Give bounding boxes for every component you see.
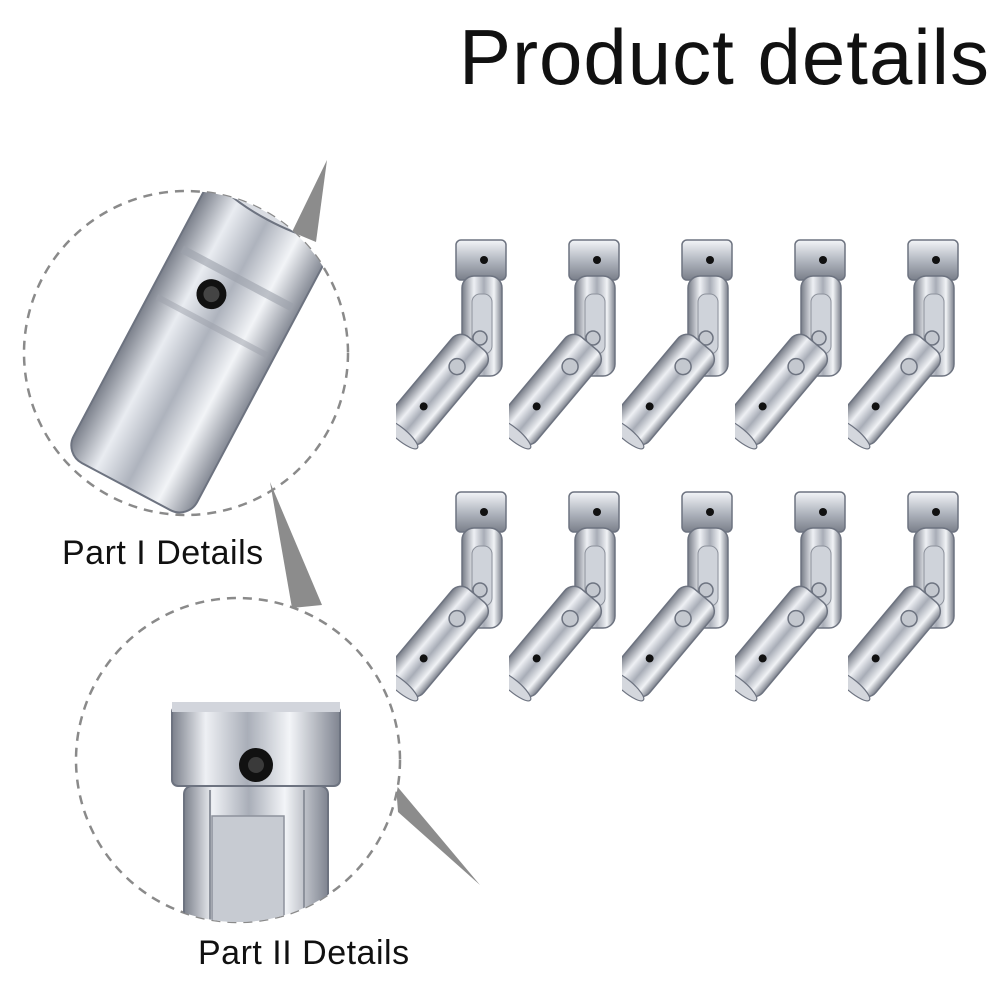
callout-pointer — [292, 160, 327, 242]
detail-callout-part-1 — [22, 160, 350, 517]
page-title: Product details — [459, 13, 990, 101]
hinge-connector-icon — [396, 488, 508, 708]
detail-callout-part-2 — [74, 482, 480, 924]
hinge-connector-icon — [622, 236, 734, 456]
product-grid — [396, 236, 996, 716]
connector-hinge-hole-closeup-icon — [171, 702, 341, 922]
hinge-connector-icon — [848, 488, 960, 708]
hinge-connector-icon — [509, 488, 621, 708]
hinge-connector-icon — [509, 236, 621, 456]
hinge-connector-icon — [735, 236, 847, 456]
hinge-connector-icon — [848, 236, 960, 456]
part-2-label: Part II Details — [198, 934, 410, 972]
callout-pointer — [270, 482, 322, 608]
part-1-label: Part I Details — [62, 534, 264, 572]
callout-pointer — [396, 785, 480, 885]
hinge-connector-icon — [735, 488, 847, 708]
hinge-connector-icon — [622, 488, 734, 708]
hinge-connector-icon — [396, 236, 508, 456]
